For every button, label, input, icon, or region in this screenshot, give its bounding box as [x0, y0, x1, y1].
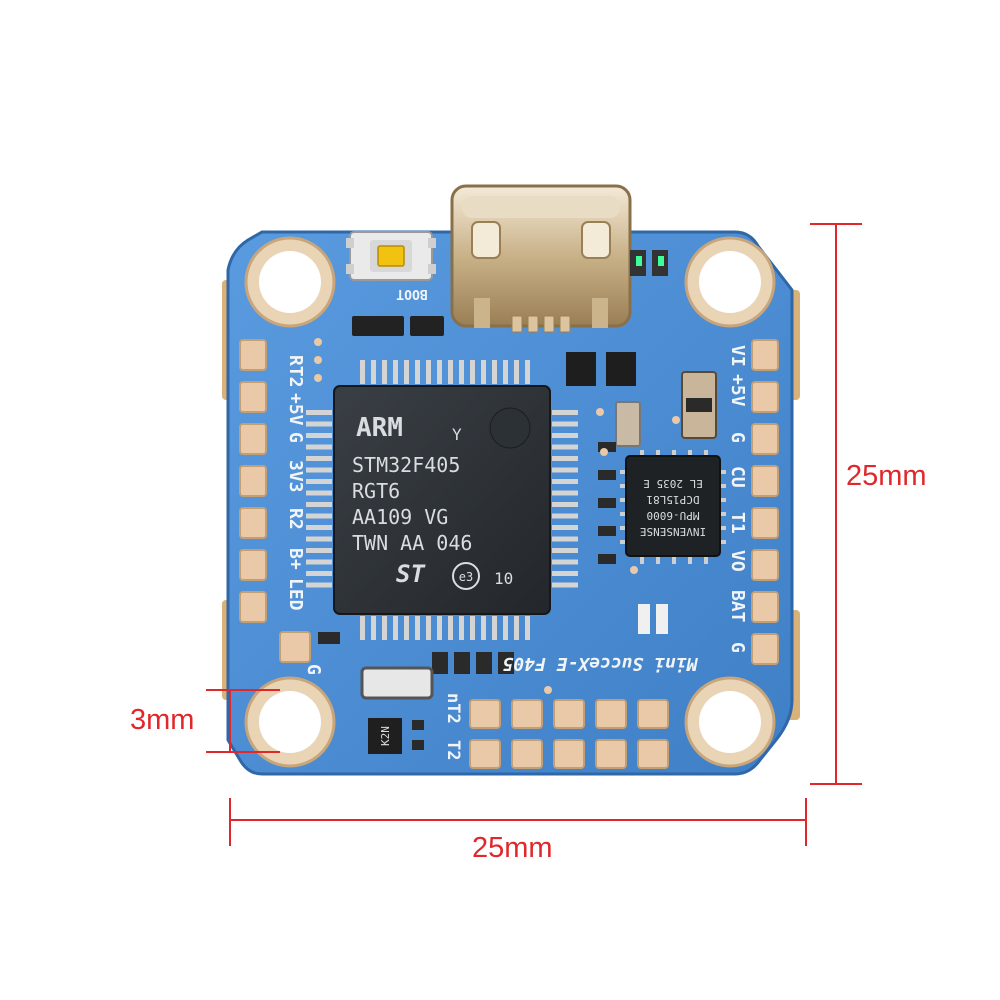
width-dimension-label: 25mm — [472, 832, 553, 864]
mcu-line2: RGT6 — [352, 479, 400, 503]
board-name: Mini SucceX-E F405 — [502, 653, 698, 674]
imu-line4: EL 2035 E — [643, 477, 703, 490]
mcu-e3: e3 — [459, 570, 473, 584]
left-bottom-label: G — [303, 664, 324, 675]
mcu-st-logo: ST — [396, 560, 426, 588]
mcu-line3: AA109 VG — [352, 505, 448, 529]
boot-button: BOOT — [346, 231, 436, 301]
usb-c-connector — [450, 184, 632, 333]
right-pad-label-1: +5V — [727, 374, 748, 407]
left-pad-label-1: +5V — [285, 393, 306, 426]
right-pad-label-0: VI — [727, 345, 748, 367]
height-dimension-label: 25mm — [846, 460, 927, 492]
vias — [314, 338, 680, 694]
mcu-rev: 10 — [494, 569, 513, 588]
mcu-logo: ARM — [356, 413, 403, 443]
left-pad-labels: RT2 +5V G 3V3 R2 B+ LED G — [285, 355, 324, 675]
left-pads — [239, 339, 311, 663]
left-pad-label-3: 3V3 — [285, 460, 306, 493]
left-pad-label-5: B+ — [285, 548, 306, 570]
bottom-pads — [469, 699, 669, 769]
mcu-mark: Y — [452, 425, 462, 444]
right-pads — [751, 339, 779, 665]
imu-line2: MPU-6000 — [647, 509, 700, 522]
right-pad-label-7: G — [727, 642, 748, 653]
imu-line3: DCP15L81 — [647, 493, 700, 506]
right-pad-label-5: VO — [727, 550, 748, 572]
mcu-pins — [306, 360, 578, 640]
boot-label: BOOT — [396, 286, 427, 301]
imu-chip: INVENSENSE MPU-6000 DCP15L81 EL 2035 E — [620, 450, 726, 564]
hole-dimension-label: 3mm — [130, 704, 195, 736]
dimension-lines — [206, 223, 862, 846]
bottom-label-0: nT2 — [443, 693, 463, 724]
mounting-holes — [244, 236, 776, 768]
imu-line1: INVENSENSE — [640, 525, 706, 538]
right-pad-label-3: CU — [727, 466, 748, 488]
bottom-label-1: T2 — [443, 740, 463, 760]
left-pad-label-0: RT2 — [285, 355, 306, 388]
bottom-labels: nT2 T2 — [443, 693, 463, 760]
smd-components: K2N — [318, 250, 717, 754]
mcu-chip: ARM Y STM32F405 RGT6 AA109 VG TWN AA 046… — [333, 385, 551, 615]
right-pad-label-4: T1 — [727, 512, 748, 534]
right-pad-label-6: BAT — [727, 590, 748, 623]
left-pad-label-4: R2 — [285, 508, 306, 530]
mcu-line4: TWN AA 046 — [352, 531, 472, 555]
mcu-line1: STM32F405 — [352, 453, 460, 477]
left-pad-label-2: G — [285, 432, 306, 443]
right-pad-label-2: G — [727, 432, 748, 443]
right-pad-labels: VI +5V G CU T1 VO BAT G — [727, 345, 748, 653]
transistor-label: K2N — [379, 726, 392, 746]
left-pad-label-6: LED — [285, 578, 306, 611]
